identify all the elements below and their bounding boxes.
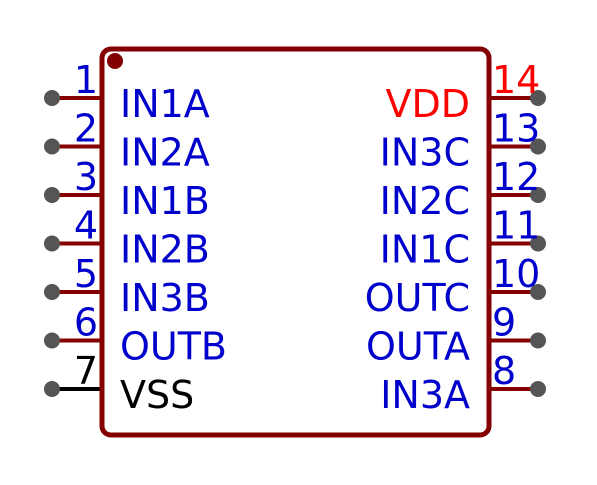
pin-name-in2a: IN2A (120, 131, 210, 175)
pin-endpoint-10 (530, 284, 546, 300)
pin-name-in3a: IN3A (380, 373, 470, 417)
pin-name-in3b: IN3B (120, 276, 210, 320)
pin-number-13: 13 (492, 107, 540, 151)
pin-number-3: 3 (74, 155, 98, 199)
pin-name-in1c: IN1C (380, 228, 470, 272)
pin-name-in3c: IN3C (380, 131, 470, 175)
pin-endpoint-1 (44, 90, 60, 106)
pin-number-5: 5 (74, 252, 98, 296)
pin-number-7: 7 (74, 349, 98, 393)
pin-endpoint-13 (530, 138, 546, 155)
pin1-marker (107, 53, 123, 69)
pin-name-vdd: VDD (385, 82, 470, 126)
pin-name-outc: OUTC (365, 276, 470, 320)
pin-name-in1b: IN1B (120, 179, 210, 223)
pin-endpoint-4 (44, 235, 60, 252)
pin-number-11: 11 (492, 204, 540, 248)
pin-number-8: 8 (492, 349, 516, 393)
pin-number-1: 1 (74, 58, 98, 102)
pin-name-in1a: IN1A (120, 82, 210, 126)
pin-endpoint-6 (44, 332, 60, 349)
pin-name-in2b: IN2B (120, 228, 210, 272)
pin-endpoint-9 (530, 332, 546, 349)
pin-number-14: 14 (492, 58, 540, 102)
pin-number-2: 2 (74, 107, 98, 151)
pin-endpoint-8 (530, 381, 546, 397)
pin-number-6: 6 (74, 301, 98, 345)
pin-endpoint-5 (44, 284, 60, 300)
pin-endpoint-11 (530, 235, 546, 252)
pin-endpoint-7 (44, 381, 60, 397)
pin-number-9: 9 (492, 301, 516, 345)
pin-number-4: 4 (74, 204, 98, 248)
pin-endpoint-12 (530, 187, 546, 203)
pins-layer (44, 90, 546, 397)
pin-endpoint-2 (44, 138, 60, 155)
pin-name-outb: OUTB (120, 325, 227, 369)
pin-endpoint-3 (44, 187, 60, 203)
pin-endpoint-14 (530, 90, 546, 106)
pin-name-outa: OUTA (366, 325, 470, 369)
pin-name-vss: VSS (120, 373, 194, 417)
pin-name-in2c: IN2C (380, 179, 470, 223)
ic-body (99, 46, 492, 438)
pin-number-12: 12 (492, 155, 540, 199)
pin-number-10: 10 (492, 252, 540, 296)
